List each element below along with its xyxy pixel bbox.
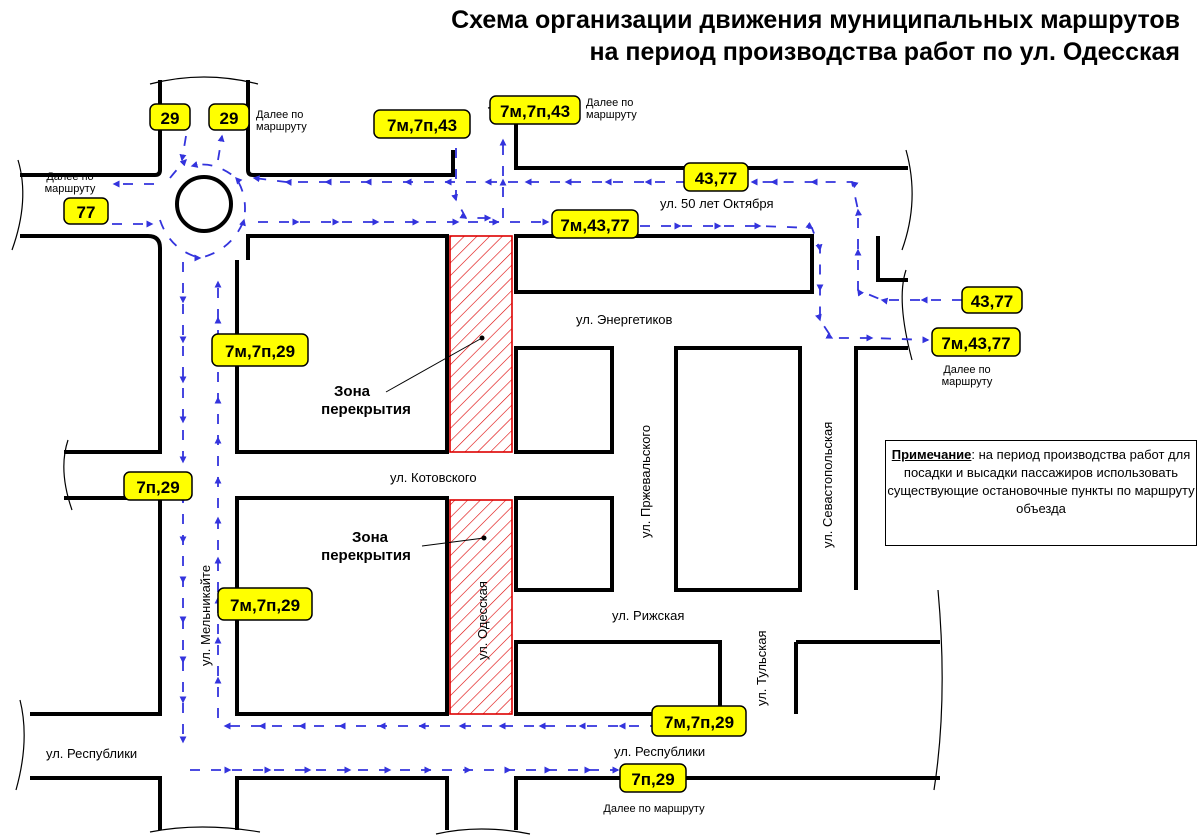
closure-zone-south xyxy=(449,499,513,715)
street-odesskaya: ул. Одесская xyxy=(475,581,490,660)
note-heading: Примечание xyxy=(891,447,972,462)
street-przhevalskogo: ул. Пржевальского xyxy=(638,425,653,538)
svg-text:7м,7п,29: 7м,7п,29 xyxy=(225,342,295,361)
route-label-7m43-77-top: 7м,43,77 xyxy=(551,209,639,239)
route-sevastopolskaya-north xyxy=(750,178,962,305)
map-title-line-1: Схема организации движения муниципальных… xyxy=(451,6,1180,34)
map-title-line-2: на период производства работ по ул. Одес… xyxy=(589,38,1180,66)
route-oktyabrya-east-2 xyxy=(640,221,930,344)
svg-text:7м,7п,43: 7м,7п,43 xyxy=(500,102,570,121)
route-label-7m7p43-b: 7м,7п,43 xyxy=(489,95,581,125)
street-names: ул. 50 лет Октября ул. Энергетиков ул. К… xyxy=(46,196,835,761)
street-respubliki-right: ул. Республики xyxy=(614,744,705,759)
route-label-7m7p43-a: 7м,7п,43 xyxy=(373,109,471,139)
note-text: : на период производства работ для посад… xyxy=(887,447,1195,516)
svg-text:43,77: 43,77 xyxy=(695,169,738,188)
route-label-7m7p29-lower: 7м,7п,29 xyxy=(217,587,313,621)
svg-text:7м,7п,29: 7м,7п,29 xyxy=(664,713,734,732)
note-box: Примечание: на период производства работ… xyxy=(885,440,1197,546)
route-label-29-left: 29 xyxy=(149,103,191,131)
svg-text:7м,7п,43: 7м,7п,43 xyxy=(387,116,457,135)
street-tulskaya: ул. Тульская xyxy=(754,630,769,706)
svg-text:7м,7п,29: 7м,7п,29 xyxy=(230,596,300,615)
closure-zones xyxy=(449,235,513,715)
route-label-7p29-bottom: 7п,29 xyxy=(619,763,687,793)
route-labels: 29 29 77 7м,7п,43 7м,7п,43 43,77 7м,43,7… xyxy=(63,95,1023,793)
further-bottom: Далее по маршруту xyxy=(603,803,705,815)
route-roundabout-inner xyxy=(159,161,246,262)
street-energetikov: ул. Энергетиков xyxy=(576,312,673,327)
route-oktyabrya-west xyxy=(252,175,686,186)
route-label-29-right: 29 xyxy=(208,103,250,131)
street-melnikaite: ул. Мельникайте xyxy=(198,565,213,666)
route-odesskaya-north xyxy=(451,148,492,222)
street-kotovskogo: ул. Котовского xyxy=(390,470,477,485)
svg-text:29: 29 xyxy=(220,109,239,128)
svg-text:29: 29 xyxy=(161,109,180,128)
map-edges xyxy=(11,76,943,835)
svg-text:43,77: 43,77 xyxy=(971,292,1014,311)
closure-zone-north xyxy=(449,235,513,453)
street-rizhskaya: ул. Рижская xyxy=(612,608,684,623)
svg-text:7п,29: 7п,29 xyxy=(631,770,674,789)
route-label-7p29-left: 7п,29 xyxy=(123,471,193,501)
street-sevastopolskaya: ул. Севастопольская xyxy=(820,422,835,548)
route-label-7m7p29-upper: 7м,7п,29 xyxy=(211,333,309,367)
route-label-43-77-right: 43,77 xyxy=(961,286,1023,314)
route-roundabout xyxy=(169,159,187,179)
svg-text:7м,43,77: 7м,43,77 xyxy=(941,334,1010,353)
svg-text:77: 77 xyxy=(77,203,96,222)
street-respubliki-left: ул. Республики xyxy=(46,746,137,761)
route-label-43-77-top: 43,77 xyxy=(683,162,749,192)
svg-text:7м,43,77: 7м,43,77 xyxy=(560,216,629,235)
route-label-7m7p29-bottom: 7м,7п,29 xyxy=(651,705,747,737)
street-oktyabrya: ул. 50 лет Октября xyxy=(660,196,774,211)
route-29-up xyxy=(217,134,225,161)
road-edges xyxy=(20,80,940,830)
route-29-down xyxy=(179,135,187,162)
route-label-7m43-77-right: 7м,43,77 xyxy=(931,327,1021,357)
detour-routes xyxy=(112,134,962,774)
route-label-77: 77 xyxy=(63,197,109,225)
svg-text:7п,29: 7п,29 xyxy=(136,478,179,497)
roundabout-island xyxy=(175,175,233,233)
